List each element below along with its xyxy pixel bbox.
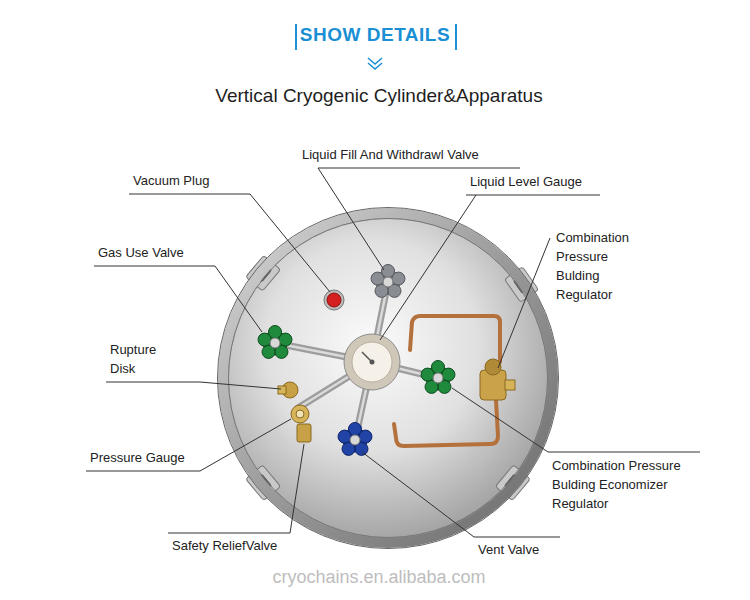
- label-holder: Combination Pressure Bulding Regulator: [556, 228, 644, 304]
- illustration-part: [350, 435, 360, 445]
- leader-line: [466, 195, 600, 196]
- illustration-part: [421, 361, 455, 394]
- level-gauge-hub: [344, 334, 400, 390]
- part-label: Combination Pressure Bulding Regulator: [556, 228, 644, 304]
- safety-relief-valve: [297, 424, 311, 442]
- part-label: Pressure Gauge: [90, 449, 185, 467]
- illustration-part: [258, 326, 292, 359]
- chevron: [368, 63, 382, 69]
- illustration-part: [327, 293, 341, 307]
- leader-line: [106, 382, 281, 389]
- leader-line: [94, 266, 262, 332]
- illustration-part: [324, 290, 344, 310]
- valve-handwheel: [338, 423, 372, 456]
- part-label: Rupture Disk: [110, 340, 172, 378]
- leader-line: [318, 168, 520, 169]
- illustration-part: [344, 334, 400, 390]
- title-bar: [295, 24, 297, 50]
- subtitle: Vertical Cryogenic Cylinder&Apparatus: [4, 84, 750, 108]
- part-label: Liquid Fill And Withdrawl Valve: [302, 146, 479, 164]
- illustration-part: [296, 410, 304, 418]
- part-label: Vacuum Plug: [133, 172, 209, 190]
- leader-line: [129, 194, 330, 292]
- illustration-part: [394, 400, 498, 446]
- part-label: Liquid Level Gauge: [470, 173, 582, 191]
- label-holder: cryochains.en.alibaba.com: [4, 566, 750, 588]
- ring-edge: [218, 208, 559, 549]
- pipes: [275, 282, 438, 440]
- vacuum-plug: [324, 290, 344, 310]
- label-holder: Combination Pressure Bulding Economizer …: [552, 456, 712, 513]
- valve-handwheel: [258, 326, 292, 359]
- illustration-part: [371, 265, 405, 298]
- label-holder: Liquid Level Gauge: [470, 173, 582, 191]
- watermark: cryochains.en.alibaba.com: [4, 566, 750, 588]
- label-holder: Rupture Disk: [110, 340, 172, 378]
- label-holder: Vent Valve: [478, 541, 539, 559]
- part-label: Safety ReliefValve: [172, 537, 277, 555]
- leader-line: [452, 388, 548, 452]
- dome: [228, 218, 548, 538]
- label-holder: Pressure Gauge: [90, 449, 185, 467]
- illustration-part: [352, 342, 392, 382]
- part-label: Vent Valve: [478, 541, 539, 559]
- illustration-part: [383, 277, 393, 287]
- leader-line: [498, 238, 550, 368]
- label-holder: Vertical Cryogenic Cylinder&Apparatus: [4, 84, 750, 108]
- illustration-part: [275, 282, 438, 440]
- chevron: [368, 58, 382, 64]
- leader-line: [474, 537, 560, 538]
- leader-line: [168, 444, 304, 533]
- illustration-part: [270, 338, 280, 348]
- leader-line: [548, 452, 700, 453]
- ring-edge: [229, 219, 548, 538]
- illustration-part: [370, 360, 375, 365]
- part-label: Combination Pressure Bulding Economizer …: [552, 456, 712, 513]
- illustration-part: [338, 423, 372, 456]
- label-holder: Gas Use Valve: [98, 244, 184, 262]
- illustration-part: [505, 380, 515, 390]
- illustration-part: [410, 316, 500, 362]
- leader-line: [380, 195, 476, 340]
- leader-line: [86, 419, 291, 471]
- label-holder: Liquid Fill And Withdrawl Valve: [302, 146, 479, 164]
- label-holder: Vacuum Plug: [133, 172, 209, 190]
- valve-handwheel: [421, 361, 455, 394]
- leader-line: [362, 452, 474, 537]
- outer-ring: [223, 213, 553, 543]
- title: SHOW DETAILS: [0, 22, 750, 48]
- label-holder: Safety ReliefValve: [172, 537, 277, 555]
- brackets: [246, 255, 539, 500]
- illustration-part: [275, 282, 438, 440]
- illustration-part: [278, 386, 286, 394]
- title-bar: [455, 24, 457, 50]
- valve-handwheel: [371, 265, 405, 298]
- leader-line: [318, 168, 384, 270]
- illustration-part: [433, 373, 443, 383]
- pressure-gauge: [291, 405, 309, 423]
- part-label: Gas Use Valve: [98, 244, 184, 262]
- title-holder: SHOW DETAILS: [0, 22, 750, 48]
